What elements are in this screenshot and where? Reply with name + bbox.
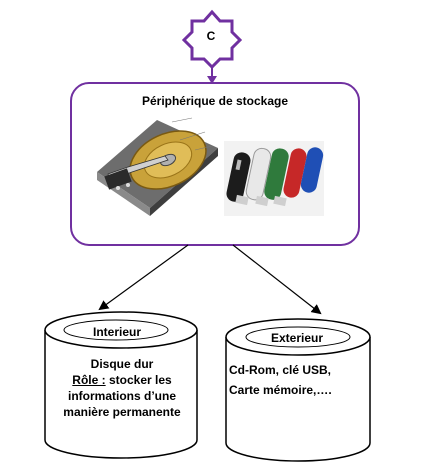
interieur-line-1: Disque dur xyxy=(90,357,154,371)
exterieur-description: Cd-Rom, clé USB, Carte mémoire,…. xyxy=(229,360,349,400)
arrow-to-interieur xyxy=(98,244,189,311)
star-label: C xyxy=(206,29,216,43)
interieur-line-4: manière permanente xyxy=(63,405,181,419)
usb-drives-image xyxy=(224,141,324,216)
exterieur-label: Exterieur xyxy=(270,331,324,345)
arrow-to-exterieur xyxy=(232,244,322,315)
exterieur-cylinder xyxy=(225,318,371,462)
interieur-label: Interieur xyxy=(92,325,141,339)
exterieur-line-1: Cd-Rom, clé USB, xyxy=(229,363,332,377)
interieur-description: Disque dur Rôle : stocker les informatio… xyxy=(52,356,192,420)
exterieur-line-2: Carte mémoire,…. xyxy=(229,383,332,397)
role-text: stocker les xyxy=(105,373,172,387)
interieur-role-line: Rôle : stocker les xyxy=(52,372,192,388)
interieur-cylinder xyxy=(44,311,198,459)
interieur-line-3: informations d’une xyxy=(68,389,176,403)
role-label: Rôle : xyxy=(72,373,106,387)
storage-title: Périphérique de stockage xyxy=(141,94,289,108)
hard-disk-image xyxy=(97,117,218,216)
